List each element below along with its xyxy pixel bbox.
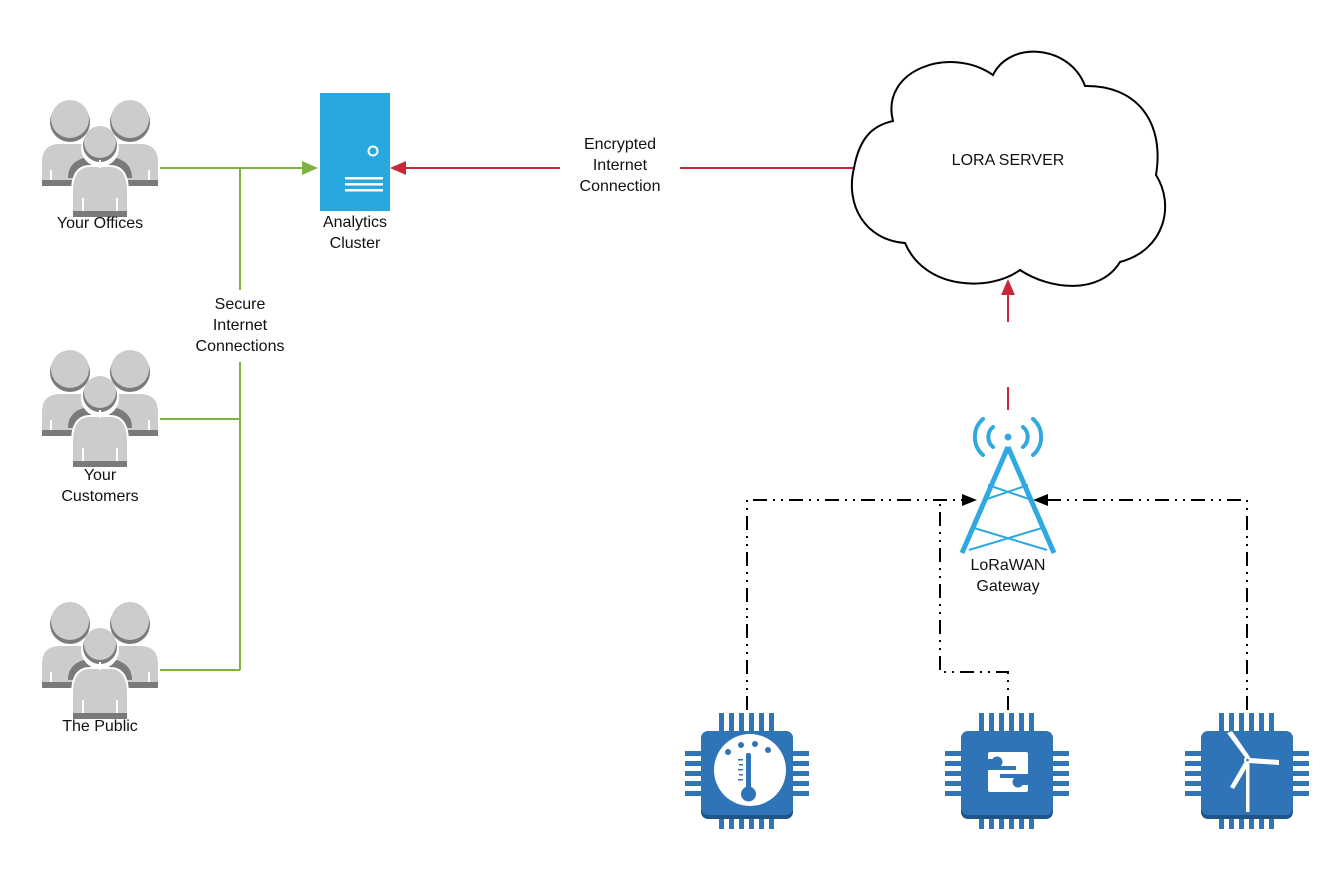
encrypted-arrowhead [390,161,406,175]
device-switch[interactable] [945,713,1069,829]
encrypted-connection-label: Encrypted Internet Connection [560,134,680,197]
gateway-label: LoRaWAN Gateway [970,557,1046,595]
device-temperature[interactable] [685,713,809,829]
group-label-customers: Your Customers [61,467,139,505]
secure-connections-label: Secure Internet Connections [175,294,305,357]
uplink-arrowhead [1001,279,1015,295]
users-group-icon [41,350,159,469]
thermometer-gauge-icon [714,734,786,806]
cloud-icon[interactable] [850,50,1167,287]
group-label-public: The Public [62,718,138,735]
device-wind[interactable] [1185,713,1309,829]
wind-device-link [1045,499,1248,710]
lora-server-label: LORA SERVER [951,152,1065,169]
switch-device-link [939,500,1009,710]
device-links [746,499,1248,710]
users-group-icon [41,602,159,721]
group-label-offices: Your Offices [56,215,144,232]
device-arrowhead-left [962,494,977,506]
secure-connections [160,167,306,671]
radio-tower-icon[interactable] [959,417,1057,554]
device-arrowhead-right [1033,494,1048,506]
secure-arrowhead [302,161,318,175]
wind-turbine-icon [1227,731,1279,812]
temperature-device-link [746,499,968,710]
encrypted-connection [402,167,1009,410]
circuit-switch-icon [988,752,1028,792]
server-icon[interactable] [320,93,390,211]
analytics-cluster-label: Analytics Cluster [322,214,388,252]
users-group-icon [41,100,159,219]
